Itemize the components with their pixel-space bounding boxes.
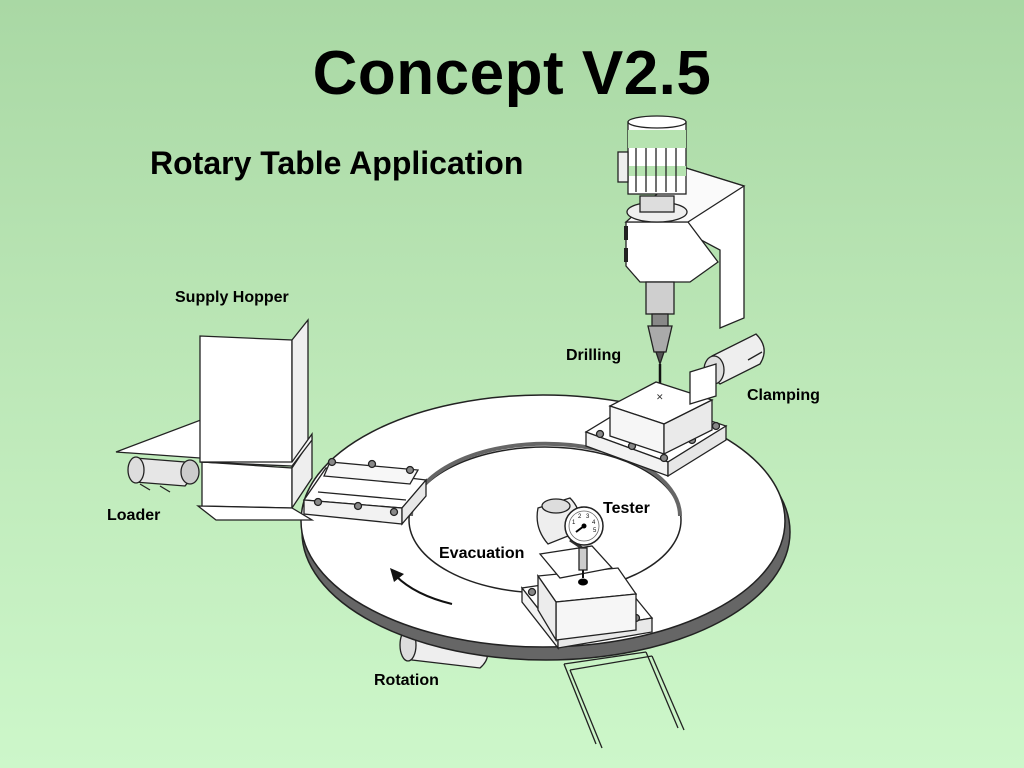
label-loader: Loader bbox=[107, 507, 161, 524]
label-drilling: Drilling bbox=[566, 347, 622, 364]
gauge-number: 2 bbox=[578, 514, 582, 520]
gauge-number: 4 bbox=[592, 520, 596, 526]
tester-fixture bbox=[520, 497, 654, 650]
label-tester: Tester bbox=[603, 500, 650, 517]
label-clamping: Clamping bbox=[747, 387, 820, 404]
gauge-number: 3 bbox=[586, 514, 590, 520]
svg-text:✕: ✕ bbox=[656, 392, 664, 402]
slide-title: Concept V2.5 bbox=[312, 39, 712, 108]
rotation-arrow-icon bbox=[390, 568, 453, 605]
label-rotation: Rotation bbox=[374, 672, 439, 689]
supply-hopper bbox=[199, 318, 313, 469]
evacuation-chute bbox=[563, 651, 685, 749]
drill-motor-icon bbox=[617, 115, 688, 223]
drilling-fixture: ✕ bbox=[584, 363, 728, 478]
gauge-number: 1 bbox=[572, 520, 576, 526]
label-evacuation: Evacuation bbox=[439, 545, 525, 562]
label-supply-hopper: Supply Hopper bbox=[175, 289, 289, 306]
slide-subtitle: Rotary Table Application bbox=[150, 145, 524, 181]
loader-fixture bbox=[302, 457, 428, 526]
tester-gauge-icon: 1 2 3 4 5 bbox=[564, 506, 604, 546]
drilling-station bbox=[617, 115, 746, 384]
gauge-number: 5 bbox=[593, 528, 597, 534]
